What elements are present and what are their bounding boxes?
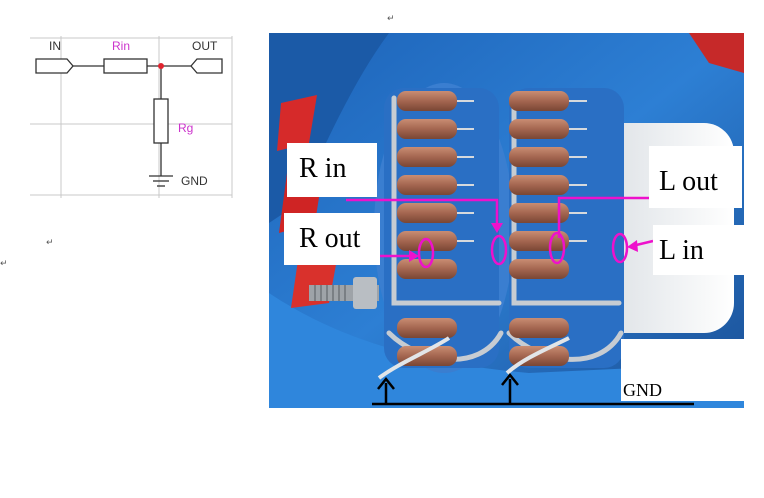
paragraph-mark: ↵ (46, 238, 54, 248)
left-resistor-column (397, 91, 457, 366)
ground-symbol (149, 175, 173, 187)
r-in-marker (490, 234, 508, 266)
in-port (35, 58, 74, 74)
paragraph-mark: ↵ (0, 259, 8, 269)
r-in-leader (346, 198, 499, 228)
attenuator-schematic: IN Rin OUT Rg GND (30, 36, 233, 198)
l-out-label: L out (659, 166, 718, 197)
ground-indicator (372, 372, 694, 406)
l-in-callout: L in (653, 225, 744, 275)
rin-label: Rin (112, 39, 130, 53)
gnd-photo-label: GND (623, 380, 662, 400)
mounting-shaft (309, 277, 379, 309)
l-in-marker (611, 232, 629, 264)
r-in-callout: R in (287, 143, 377, 197)
rg-label: Rg (178, 121, 193, 135)
stepped-attenuator-photo: R in R out L out L in GND (269, 33, 744, 408)
rg-resistor (153, 98, 169, 144)
junction-dot (158, 63, 164, 69)
in-label: IN (49, 39, 61, 53)
l-out-leader (557, 196, 649, 238)
paragraph-mark: ↵ (387, 14, 395, 24)
gnd-label: GND (181, 174, 208, 188)
annotation-overlay (346, 196, 694, 406)
r-out-marker (417, 237, 435, 269)
out-port (190, 58, 223, 74)
out-label: OUT (192, 39, 218, 53)
rin-resistor (103, 58, 148, 74)
r-out-label: R out (299, 223, 361, 254)
l-out-marker (548, 231, 566, 265)
gnd-callout: GND (621, 339, 744, 401)
r-out-callout: R out (284, 213, 380, 265)
l-in-label: L in (659, 235, 704, 266)
r-in-label: R in (299, 153, 347, 184)
l-out-callout: L out (649, 146, 742, 208)
